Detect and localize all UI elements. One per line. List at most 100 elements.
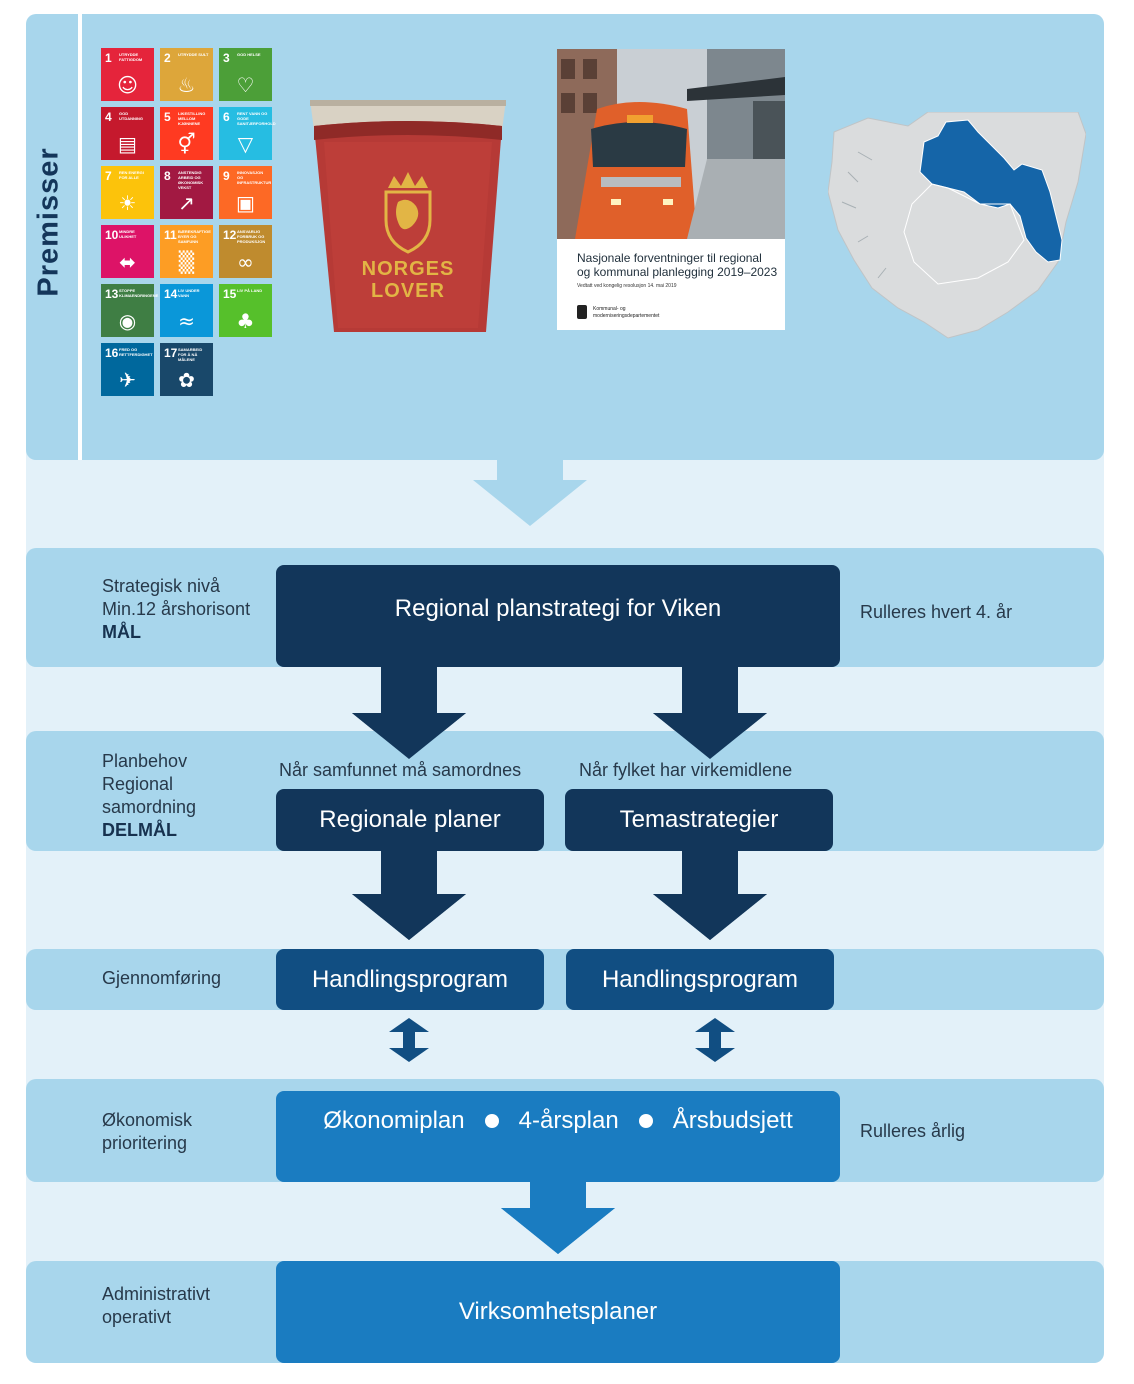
book-image <box>306 96 510 336</box>
regionale-planer-caption: Når samfunnet må samordnes <box>279 760 522 780</box>
sdg-tile-8: 8 ANSTENDIG ARBEID OG ØKONOMISK VEKST↗ <box>160 166 213 219</box>
viken-map <box>827 111 1087 340</box>
map-image <box>827 111 1087 339</box>
arrow-tip-hp-right <box>653 894 767 940</box>
book-title-line1: NORGES <box>361 258 455 280</box>
sdg-number: 7 <box>105 169 112 183</box>
sdg-title: FRED OG RETTFERDIGHET <box>119 347 153 357</box>
sdg-number: 4 <box>105 110 112 124</box>
sdg-number: 10 <box>105 228 119 242</box>
sdg-number: 14 <box>164 287 178 301</box>
sdg-number: 5 <box>164 110 171 124</box>
sdg-tile-5: 5 LIKESTILLING MELLOM KJØNNENE ⚥ <box>160 107 213 160</box>
sdg-title: UTRYDDE FATTIGDOM <box>119 52 143 62</box>
sdg-title: STOPPE KLIMAENDRINGENE <box>119 288 159 298</box>
book-title-line2: LOVER <box>371 280 445 302</box>
sdg-tile-1: 1 UTRYDDE FATTIGDOM ☺ <box>101 48 154 101</box>
sdg-number: 3 <box>223 51 230 65</box>
sdg-number: 11 <box>164 228 177 242</box>
fish-icon: ≈ <box>178 309 195 333</box>
admin-label-line1: Administrativt <box>102 1284 211 1304</box>
norges-lover-book: NORGES LOVER <box>306 96 510 336</box>
report-title-line1: Nasjonale forventninger til regional <box>577 251 762 265</box>
background-strip <box>26 840 1104 960</box>
book-icon: ▤ <box>118 132 137 156</box>
gender-icon: ⚥ <box>177 132 196 156</box>
regional-planstrategi-label: Regional planstrategi for Viken <box>394 595 722 622</box>
arrow-tip-tema <box>653 713 767 759</box>
infinity-icon: ∞ <box>237 250 254 274</box>
handlingsprogram-right-label: Handlingsprogram <box>601 965 799 993</box>
economy-items: Økonomiplan 4-årsplan Årsbudsjett <box>323 1107 793 1135</box>
economy-box[interactable]: Økonomiplan 4-årsplan Årsbudsjett <box>276 1091 840 1182</box>
report-ministry-line1: Kommunal- og <box>593 306 626 312</box>
regionale-planer-label: Regionale planer <box>319 806 501 833</box>
virksomhetsplaner-box[interactable]: Virksomhetsplaner <box>276 1261 840 1363</box>
regional-planstrategi-box[interactable]: Regional planstrategi for Viken <box>276 565 840 667</box>
sdg-number: 8 <box>164 169 171 183</box>
temastrategier-box[interactable]: Temastrategier <box>565 789 833 851</box>
sdg-number: 1 <box>105 51 112 65</box>
regionale-planer-box[interactable]: Regionale planer <box>276 789 544 851</box>
sdg-title: UTRYDDE SULT <box>178 52 209 57</box>
fireaarsplan-label: 4-årsplan <box>518 1107 619 1134</box>
handlingsprogram-left-box[interactable]: Handlingsprogram <box>276 949 544 1010</box>
sdg-title: LIKESTILLING MELLOM KJØNNENE <box>178 111 206 126</box>
family-icon: ☺ <box>117 73 138 97</box>
sdg-title: LIV PÅ LAND <box>237 288 263 293</box>
economy-label-line1: Økonomisk <box>102 1110 193 1130</box>
report-title-line2: og kommunal planlegging 2019–2023 <box>577 265 778 279</box>
execution-side-label: Gjennomføring <box>102 968 222 988</box>
planning-side-label: Planbehov Regional samordning DELMÅL <box>102 750 196 842</box>
tree-icon: ♣ <box>236 309 255 333</box>
temastrategier-caption: Når fylket har virkemidlene <box>579 760 793 780</box>
sdg-title: REN ENERGI FOR ALLE <box>119 170 144 180</box>
water-icon: ▽ <box>237 132 254 156</box>
strategic-label-goal: MÅL <box>102 622 141 642</box>
report-cover: Nasjonale forventninger til regional og … <box>557 49 785 330</box>
sdg-number: 2 <box>164 51 171 65</box>
double-arrow-left-icon <box>389 1018 429 1062</box>
dove-icon: ✈ <box>119 368 136 392</box>
admin-label-line2: operativt <box>102 1307 172 1327</box>
economy-label-line2: prioritering <box>102 1133 188 1153</box>
eye-globe-icon: ◉ <box>118 309 137 333</box>
planning-label-line2: Regional <box>102 774 174 794</box>
background-strip <box>26 450 1104 560</box>
handlingsprogram-left-label: Handlingsprogram <box>311 965 509 993</box>
city-icon: ▒ <box>178 250 195 274</box>
planning-label-line1: Planbehov <box>102 751 188 771</box>
sdg-number: 16 <box>105 346 119 360</box>
sdg-number: 15 <box>223 287 237 301</box>
aarsbudsjett-label: Årsbudsjett <box>672 1107 793 1134</box>
premisser-label: Premisser <box>32 147 65 297</box>
economy-side-label: Økonomisk prioritering <box>102 1109 192 1155</box>
sdg-title: LIV UNDER VANN <box>178 288 200 298</box>
sdg-title: ANSTENDIG ARBEID OG ØKONOMISK VEKST <box>178 170 204 190</box>
economy-cycle-note: Rulleres årlig <box>860 1121 966 1141</box>
strategic-label-line1: Strategisk nivå <box>102 576 221 596</box>
virksomhetsplaner-label: Virksomhetsplaner <box>458 1298 658 1325</box>
sdg-number: 13 <box>105 287 119 301</box>
sdg-number: 9 <box>223 169 230 183</box>
handlingsprogram-right-box[interactable]: Handlingsprogram <box>566 949 834 1010</box>
admin-side-label: Administrativt operativt <box>102 1283 210 1329</box>
okonomiplan-label: Økonomiplan <box>323 1107 465 1134</box>
background-strip <box>26 998 1104 1093</box>
execution-band <box>26 949 1104 1010</box>
growth-chart-icon: ↗ <box>178 191 195 215</box>
sdg-number: 6 <box>223 110 230 124</box>
sdg-title: MINDRE ULIKHET <box>119 229 137 239</box>
heartbeat-icon: ♡ <box>236 73 255 97</box>
